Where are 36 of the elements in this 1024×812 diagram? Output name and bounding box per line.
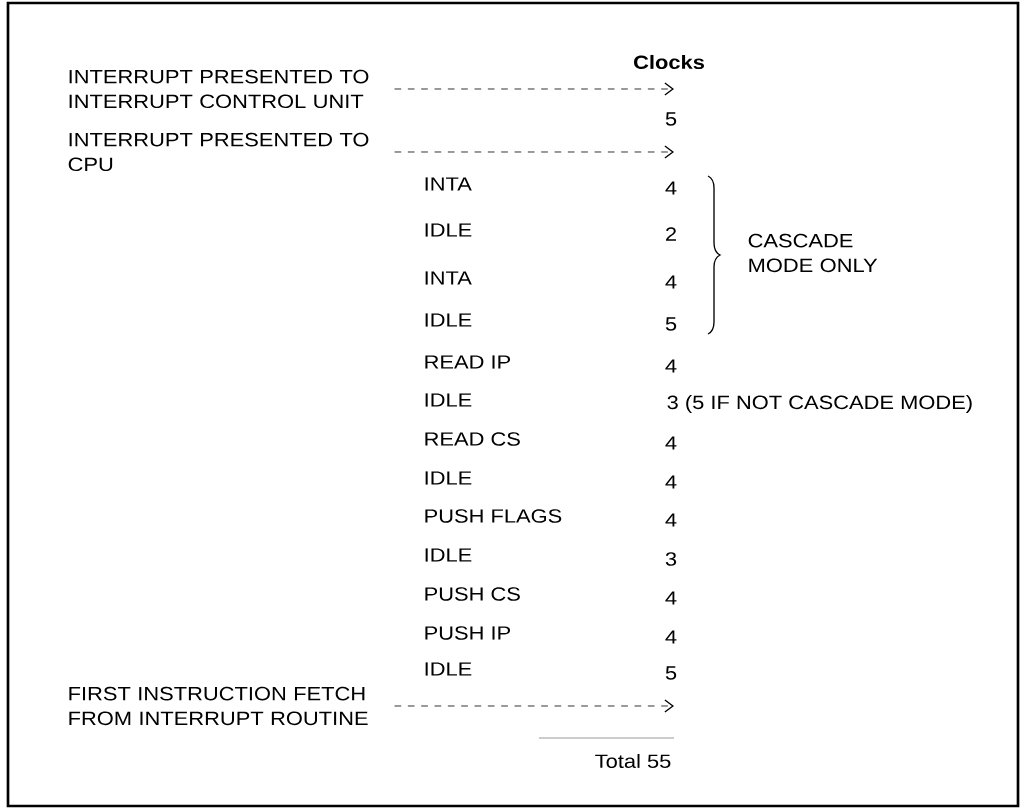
step-label: READ IP — [425, 355, 510, 369]
clock-count: 5 — [665, 666, 677, 680]
clock-count: 2 — [666, 227, 676, 241]
arrow — [394, 699, 674, 713]
step-label: IDLE — [425, 223, 472, 237]
clock-count: 4 — [665, 591, 677, 605]
clock-count: 5 — [665, 112, 677, 126]
step-label: IDLE — [425, 548, 472, 562]
step-label: PUSH IP — [425, 626, 510, 640]
clock-count: 4 — [665, 630, 677, 644]
clock-count: 4 — [665, 275, 677, 289]
clock-count: 4 — [665, 436, 677, 450]
note-text: CASCADE MODE ONLY — [748, 233, 878, 273]
step-label: PUSH FLAGS — [425, 509, 562, 523]
clock-count: 4 — [665, 181, 677, 195]
step-label: INTA — [425, 177, 472, 191]
clock-count: 5 — [665, 317, 677, 331]
event-label: INTERRUPT PRESENTED TO CPU — [68, 132, 369, 172]
arrow — [394, 145, 674, 159]
total-label: Total 55 — [595, 753, 671, 769]
event-label: INTERRUPT PRESENTED TO INTERRUPT CONTROL UNIT — [69, 69, 369, 109]
clock-count: 4 — [665, 359, 677, 373]
clock-count: 3 (5 IF NOT CASCADE MODE) — [667, 395, 972, 413]
clock-count: 4 — [665, 475, 677, 489]
step-label: IDLE — [425, 662, 472, 676]
clock-count: 4 — [665, 513, 677, 527]
step-label: PUSH CS — [425, 587, 520, 601]
step-label: IDLE — [425, 393, 472, 407]
step-label: INTA — [425, 271, 472, 285]
arrow — [394, 82, 674, 96]
step-label: IDLE — [425, 313, 472, 327]
clock-count: 3 — [665, 552, 677, 566]
column-heading: Clocks — [634, 54, 704, 70]
step-label: IDLE — [425, 471, 472, 485]
event-label: FIRST INSTRUCTION FETCH FROM INTERRUPT ROUTINE — [69, 686, 368, 726]
step-label: READ CS — [425, 432, 520, 446]
